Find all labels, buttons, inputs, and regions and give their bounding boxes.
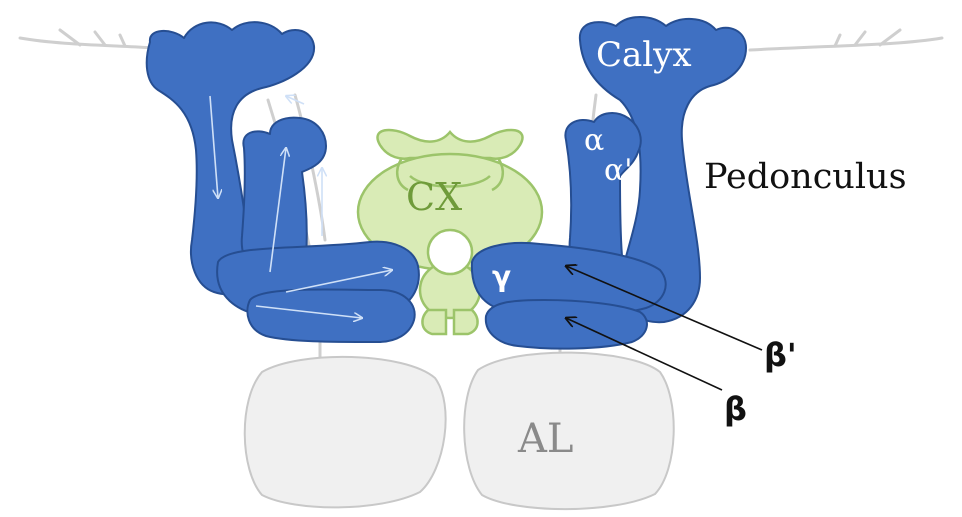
right-horizontal-lobe-lower <box>486 300 647 349</box>
antennal-lobes <box>245 353 674 510</box>
beta-label: β <box>724 390 747 428</box>
alpha-prime-label: α' <box>604 153 633 188</box>
antennal-lobe-left <box>245 357 446 508</box>
left-horizontal-lobe-lower <box>247 289 414 342</box>
calyx-label: Calyx <box>596 35 692 75</box>
al-label: AL <box>517 416 573 462</box>
cx-label: CX <box>406 175 462 219</box>
pedonculus-label: Pedonculus <box>704 157 907 197</box>
beta-prime-label: β' <box>764 336 797 374</box>
alpha-label: α <box>584 123 604 158</box>
gamma-label: γ <box>492 260 511 293</box>
